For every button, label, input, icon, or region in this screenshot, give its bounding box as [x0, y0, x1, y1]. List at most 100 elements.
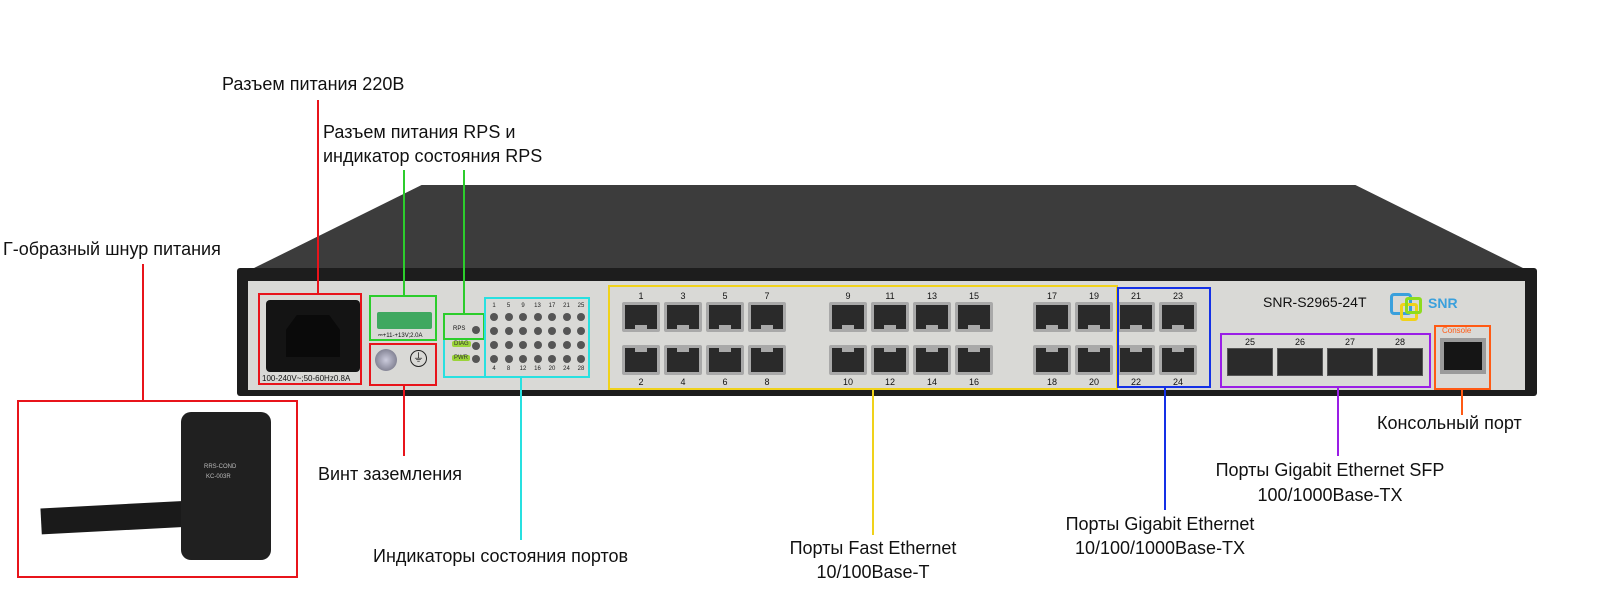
rj45-port	[955, 302, 993, 332]
port-number: 4	[680, 377, 686, 387]
pwr-led-label: PWR	[452, 355, 470, 361]
port-led	[504, 327, 513, 335]
label-sfp-2: 100/1000Base-TX	[1257, 485, 1403, 505]
diag-led-label: DIAG	[452, 341, 471, 347]
fe-line	[872, 390, 874, 535]
port-number: 14	[926, 377, 938, 387]
led-top-label: 25	[577, 303, 585, 309]
port-number: 9	[845, 291, 851, 301]
sfp-port	[1327, 348, 1373, 376]
led-bottom-label: 4	[492, 366, 496, 372]
port-number: 12	[884, 377, 896, 387]
label-sfp-1: Порты Gigabit Ethernet SFP	[1215, 460, 1445, 480]
brand-name: SNR	[1428, 295, 1458, 311]
port-number: 13	[926, 291, 938, 301]
power-inlet	[266, 300, 360, 372]
leds-box	[484, 297, 590, 378]
sfp-port-number: 28	[1394, 337, 1406, 347]
power-cord-image: RRS-COND KC-003R	[21, 404, 293, 573]
sfp-port	[1227, 348, 1273, 376]
rj45-port	[829, 302, 867, 332]
port-led	[548, 355, 556, 363]
port-number: 5	[722, 291, 728, 301]
rps-led-label: RPS	[453, 326, 466, 332]
rps-led-box	[443, 313, 485, 340]
led-bottom-label: 16	[534, 366, 541, 372]
led-top-label: 1	[492, 303, 496, 309]
rps-led	[472, 326, 480, 334]
label-rps-2: индикатор состояния RPS	[323, 146, 543, 166]
label-fe-2: 10/100Base-T	[816, 562, 930, 582]
led-bottom-label: 20	[548, 366, 556, 372]
switch-chassis-top	[240, 185, 1537, 275]
label-cord: Г-образный шнур питания	[3, 239, 221, 259]
port-led	[577, 313, 585, 321]
port-led	[548, 327, 556, 335]
cord-box	[17, 400, 298, 578]
port-led	[519, 341, 527, 349]
pwr-led	[472, 355, 480, 363]
port-led	[504, 313, 513, 321]
port-led	[504, 355, 513, 363]
console-line	[1461, 390, 1463, 415]
label-ge-2: 10/100/1000Base-TX	[1074, 538, 1246, 558]
led-bottom-label: 12	[519, 366, 527, 372]
port-number: 7	[764, 291, 770, 301]
port-led	[548, 313, 556, 321]
sfp-port	[1377, 348, 1423, 376]
port-led	[490, 355, 498, 363]
sfp-box	[1220, 333, 1431, 388]
led-top-label: 17	[548, 303, 556, 309]
port-number: 19	[1088, 291, 1100, 301]
port-number: 17	[1046, 291, 1058, 301]
label-leds: Индикаторы состояния портов	[373, 546, 629, 566]
label-ge-1: Порты Gigabit Ethernet	[1065, 514, 1255, 534]
cord-line	[142, 264, 144, 400]
rps-led-line	[463, 170, 465, 313]
power-line	[317, 100, 319, 293]
rj45-port	[1159, 302, 1197, 332]
logo-square-green	[1405, 297, 1422, 314]
port-led	[577, 327, 585, 335]
port-number: 2	[638, 377, 644, 387]
cord-text-2: KC-003R	[206, 474, 231, 480]
port-led	[533, 313, 542, 321]
port-led	[562, 313, 571, 321]
led-top-label: 13	[534, 303, 541, 309]
label-console: Консольный порт	[1377, 413, 1522, 433]
port-led	[577, 355, 585, 363]
port-led	[519, 313, 527, 321]
port-number: 3	[680, 291, 686, 301]
port-led	[519, 355, 527, 363]
power-rating: 100-240V~;50-60Hz0.8A	[262, 374, 351, 383]
sfp-line	[1337, 388, 1339, 456]
port-number: 16	[968, 377, 980, 387]
fe-box	[608, 285, 1118, 390]
rps-conn-box	[369, 295, 437, 341]
sfp-port-number: 26	[1294, 337, 1306, 347]
led-top-label: 5	[506, 303, 511, 309]
diag-led	[472, 342, 480, 350]
port-led	[562, 355, 571, 363]
ground-screw	[375, 349, 397, 371]
console-port	[1440, 338, 1486, 374]
port-number: 8	[764, 377, 770, 387]
ge-line	[1164, 388, 1166, 510]
port-led	[562, 341, 571, 349]
ground-box	[369, 343, 437, 386]
led-bottom-label: 24	[563, 366, 570, 372]
port-led	[533, 327, 542, 335]
leds-box-ext	[443, 340, 485, 378]
ground-line	[403, 386, 405, 456]
console-label: Console	[1442, 326, 1472, 335]
label-ground: Винт заземления	[318, 464, 462, 484]
sfp-port	[1277, 348, 1323, 376]
port-number: 15	[968, 291, 980, 301]
port-led	[504, 341, 513, 349]
label-fe-1: Порты Fast Ethernet	[789, 538, 957, 558]
rj45-port	[913, 302, 951, 332]
port-number: 22	[1130, 377, 1142, 387]
port-number: 21	[1130, 291, 1142, 301]
port-led	[548, 341, 556, 349]
ge-box	[1117, 287, 1211, 388]
